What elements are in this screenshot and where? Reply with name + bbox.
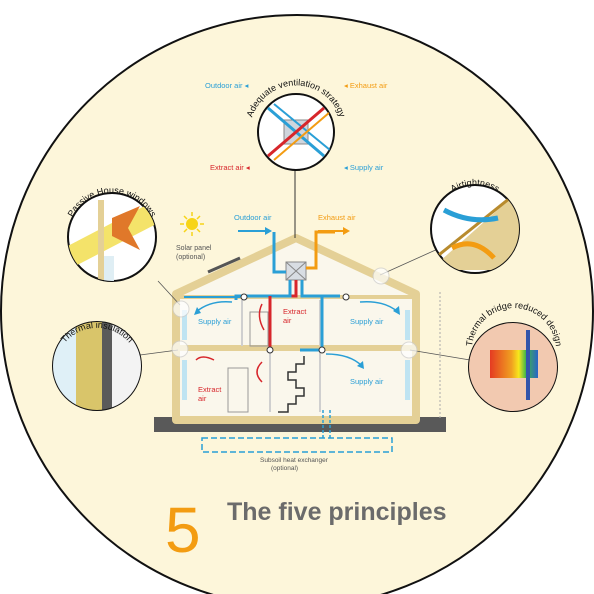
- extract-air-lower-label: Extract: [198, 385, 222, 394]
- house-outdoor-air-label: Outdoor air: [234, 213, 272, 222]
- airtightness-inset: [430, 184, 520, 274]
- vent-outdoor-air-label: Outdoor air ◂: [205, 81, 249, 90]
- insulation-inset: [52, 321, 142, 411]
- subsoil-exchanger-outline: [201, 437, 393, 453]
- house: [139, 170, 471, 453]
- extract-air-lower-label-2: air: [198, 394, 207, 403]
- thermal-bridge-inset: [468, 322, 558, 412]
- title-text: The five principles: [227, 498, 447, 526]
- windows-inset: [67, 192, 157, 282]
- subsoil-label: Subsoil heat exchanger: [260, 457, 329, 464]
- house-exhaust-air-label: Exhaust air: [318, 213, 356, 222]
- supply-air-upper-left-label: Supply air: [198, 317, 232, 326]
- subsoil-optional-label: (optional): [271, 465, 298, 472]
- solar-panel-label: Solar panel: [176, 245, 212, 252]
- solar-panel-optional-label: (optional): [176, 254, 205, 261]
- vent-supply-air-label: ◂ Supply air: [344, 163, 384, 172]
- extract-air-upper-label-2: air: [283, 316, 292, 325]
- title-number: 5: [165, 494, 201, 566]
- vent-exhaust-air-label: ◂ Exhaust air: [344, 81, 388, 90]
- supply-air-upper-right-label: Supply air: [350, 317, 384, 326]
- ventilation-inset: [257, 93, 335, 171]
- extract-air-upper-label: Extract: [283, 307, 307, 316]
- vent-extract-air-label: Extract air ◂: [210, 163, 250, 172]
- supply-air-lower-right-label: Supply air: [350, 377, 384, 386]
